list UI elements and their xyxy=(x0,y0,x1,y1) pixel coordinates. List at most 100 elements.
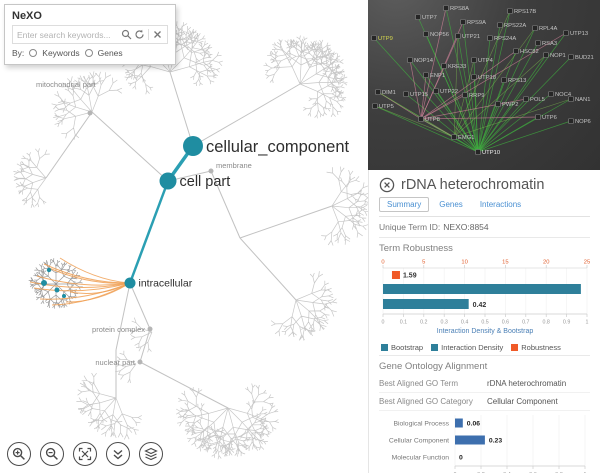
legend-bootstrap: Bootstrap xyxy=(381,343,423,352)
tree-node[interactable] xyxy=(124,277,136,289)
network-node[interactable] xyxy=(513,48,519,54)
network-edge xyxy=(420,94,466,120)
network-node[interactable] xyxy=(372,103,378,109)
tree-cluster-node[interactable] xyxy=(62,294,66,298)
network-edge xyxy=(477,103,499,153)
network-node[interactable] xyxy=(451,134,457,140)
network-node-label: RPS22A xyxy=(504,23,526,29)
network-node-label: DIM1 xyxy=(382,90,396,96)
search-input[interactable] xyxy=(17,29,120,40)
svg-text:0.23: 0.23 xyxy=(489,438,502,445)
radio-keywords[interactable] xyxy=(29,49,38,57)
detail-tabs: Summary Genes Interactions xyxy=(379,196,590,217)
network-edge xyxy=(477,54,547,153)
search-icon[interactable] xyxy=(120,28,133,41)
selected-path-edge xyxy=(128,180,170,284)
network-node[interactable] xyxy=(568,54,574,60)
network-node[interactable] xyxy=(535,114,541,120)
layers-button[interactable] xyxy=(139,442,163,466)
network-node-label: NOC4 xyxy=(555,92,572,98)
app-title: NeXO xyxy=(12,10,42,22)
network-node[interactable] xyxy=(403,91,409,97)
tree-node-label: mitochondrial part xyxy=(36,80,97,89)
network-node[interactable] xyxy=(497,22,503,28)
legend-swatch xyxy=(381,344,388,351)
divider xyxy=(148,29,149,40)
tree-node[interactable] xyxy=(159,172,177,190)
zoom-in-button[interactable] xyxy=(7,442,31,466)
network-node-label: RSA3 xyxy=(542,41,557,47)
network-edge xyxy=(477,116,539,153)
svg-text:1: 1 xyxy=(586,320,589,326)
radio-genes[interactable] xyxy=(84,49,93,57)
network-node[interactable] xyxy=(375,89,381,95)
zoom-out-button[interactable] xyxy=(40,442,64,466)
tree-minor-node[interactable] xyxy=(87,110,93,116)
network-edge xyxy=(420,32,567,120)
network-node[interactable] xyxy=(471,57,477,63)
network-node[interactable] xyxy=(532,25,538,31)
network-edge xyxy=(409,59,479,153)
network-node-label: NOP6 xyxy=(575,119,591,125)
network-node[interactable] xyxy=(523,96,529,102)
network-node[interactable] xyxy=(495,101,501,107)
svg-text:Biological Process: Biological Process xyxy=(393,421,449,428)
network-node[interactable] xyxy=(441,63,447,69)
network-node[interactable] xyxy=(475,149,481,155)
tab-summary[interactable]: Summary xyxy=(379,197,430,212)
network-node[interactable] xyxy=(433,88,439,94)
tab-genes[interactable]: Genes xyxy=(439,200,463,209)
svg-text:0.1: 0.1 xyxy=(400,320,407,326)
network-edge xyxy=(420,35,459,120)
network-node[interactable] xyxy=(487,35,493,41)
network-node[interactable] xyxy=(471,74,477,80)
tree-cluster-node[interactable] xyxy=(41,280,47,286)
tree-node-label: membrane xyxy=(216,161,252,170)
network-node-label: UTP22 xyxy=(440,89,458,95)
tree-minor-node[interactable] xyxy=(208,168,214,174)
network-node[interactable] xyxy=(443,5,449,11)
network-node[interactable] xyxy=(415,14,421,20)
network-node[interactable] xyxy=(543,52,549,58)
network-node[interactable] xyxy=(568,118,574,124)
tree-cluster-node[interactable] xyxy=(54,287,60,293)
network-edge xyxy=(477,24,501,153)
tree-cluster-node[interactable] xyxy=(46,267,52,273)
svg-text:0.06: 0.06 xyxy=(467,421,480,428)
network-node[interactable] xyxy=(568,96,574,102)
gene-association-edge xyxy=(48,267,131,284)
fit-to-screen-button[interactable] xyxy=(73,442,97,466)
network-node[interactable] xyxy=(423,72,429,78)
network-node[interactable] xyxy=(407,57,413,63)
network-node[interactable] xyxy=(501,77,507,83)
network-edge xyxy=(457,35,479,153)
network-node[interactable] xyxy=(455,33,461,39)
network-node-label: RPL4A xyxy=(539,26,558,32)
by-label: By: xyxy=(12,48,25,58)
network-node[interactable] xyxy=(371,35,377,41)
tab-interactions[interactable]: Interactions xyxy=(479,200,522,209)
go-score-bar xyxy=(455,418,463,428)
reset-search-icon[interactable] xyxy=(133,28,146,41)
tree-minor-node[interactable] xyxy=(137,359,143,365)
network-node[interactable] xyxy=(462,92,468,98)
collapse-all-button[interactable] xyxy=(106,442,130,466)
network-node-label: HSC82 xyxy=(520,49,539,55)
tree-node[interactable] xyxy=(183,136,203,156)
network-node[interactable] xyxy=(563,30,569,36)
tree-minor-node[interactable] xyxy=(147,326,153,332)
network-node[interactable] xyxy=(418,116,424,122)
clear-search-icon[interactable] xyxy=(151,28,164,41)
network-node[interactable] xyxy=(548,91,554,97)
network-node[interactable] xyxy=(423,31,429,37)
svg-text:5: 5 xyxy=(422,260,425,266)
network-edge xyxy=(373,37,479,153)
network-node[interactable] xyxy=(507,8,513,14)
svg-text:0.9: 0.9 xyxy=(563,320,570,326)
close-icon[interactable] xyxy=(379,177,395,193)
network-node[interactable] xyxy=(535,40,541,46)
network-node[interactable] xyxy=(460,19,466,25)
network-node-label: BUD21 xyxy=(575,55,594,61)
